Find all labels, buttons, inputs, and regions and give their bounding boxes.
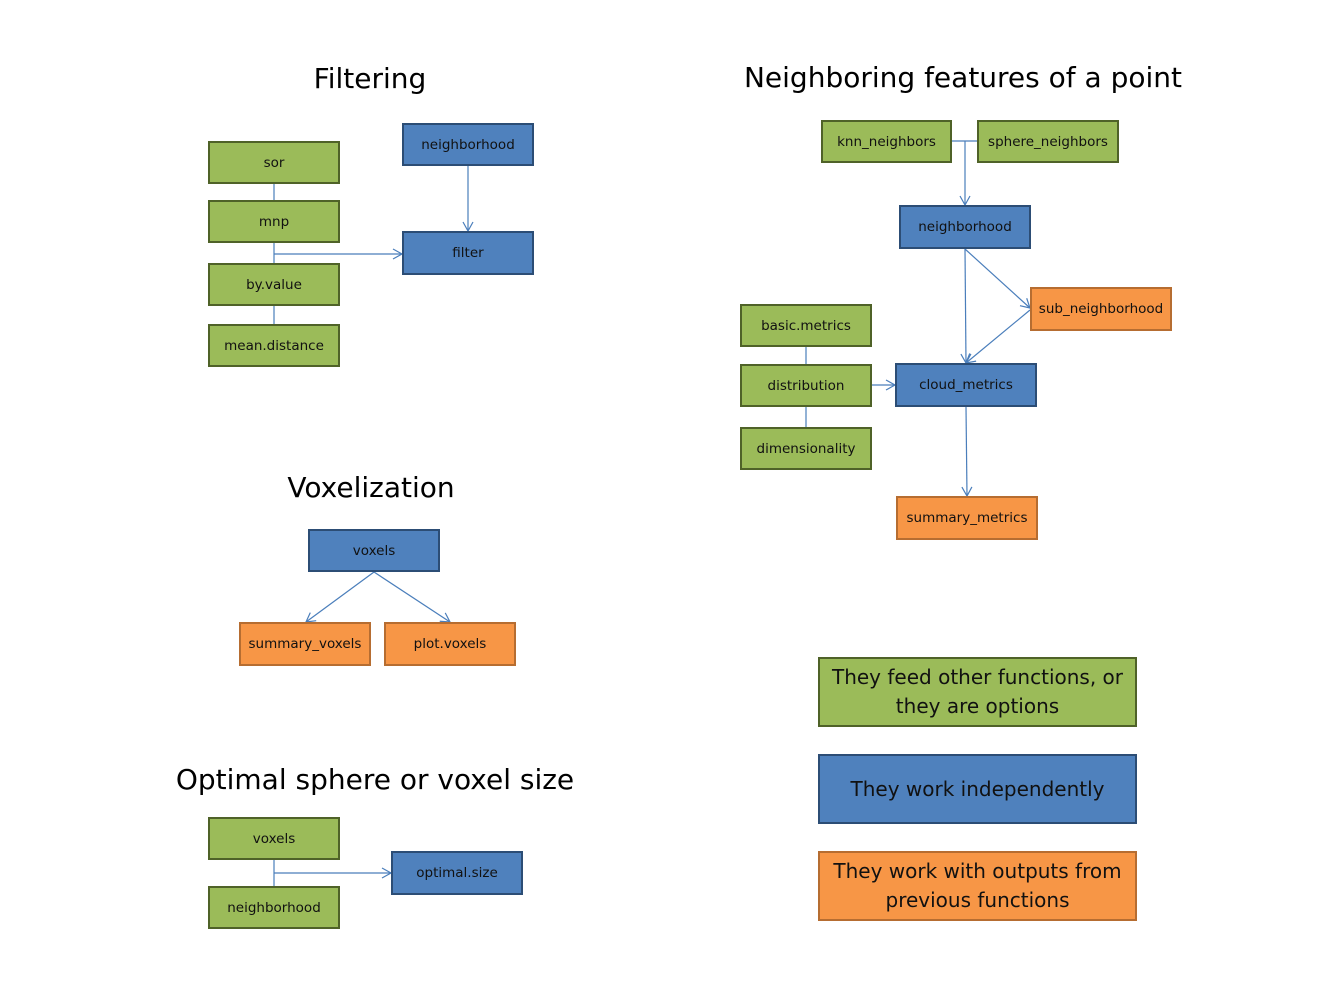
legend-orange: They work with outputs from previous fun… — [818, 851, 1137, 921]
arrow-cloud-metrics-to-summary-metrics — [961, 406, 973, 498]
title-filtering: Filtering — [313, 62, 427, 95]
arrow-voxels-to-plot-voxels — [373, 571, 452, 623]
node-mean-distance: mean.distance — [208, 324, 340, 367]
node-mnp: mnp — [208, 200, 340, 243]
node-voxels: voxels — [308, 529, 440, 572]
node-basic-metrics: basic.metrics — [740, 304, 872, 347]
title-neighboring-features: Neighboring features of a point — [743, 61, 1183, 94]
legend-green: They feed other functions, or they are o… — [818, 657, 1137, 727]
node-neighborhood-filtering: neighborhood — [402, 123, 534, 166]
node-sor: sor — [208, 141, 340, 184]
node-summary-voxels: summary_voxels — [239, 622, 371, 666]
node-neighborhood-option: neighborhood — [208, 886, 340, 929]
legend-blue: They work independently — [818, 754, 1137, 824]
node-sub-neighborhood: sub_neighborhood — [1030, 287, 1172, 331]
arrow-neighborhood-to-sub-neighborhood — [964, 248, 1031, 309]
arrow-voxels-to-summary-voxels — [305, 571, 375, 623]
node-dimensionality: dimensionality — [740, 427, 872, 470]
node-knn-neighbors: knn_neighbors — [821, 120, 952, 163]
node-voxels-option: voxels — [208, 817, 340, 860]
node-neighborhood: neighborhood — [899, 205, 1031, 249]
node-distribution: distribution — [740, 364, 872, 407]
node-by-value: by.value — [208, 263, 340, 306]
title-voxelization: Voxelization — [287, 471, 455, 504]
node-sphere-neighbors: sphere_neighbors — [977, 120, 1119, 163]
title-optimal-size: Optimal sphere or voxel size — [175, 763, 575, 796]
node-filter: filter — [402, 231, 534, 275]
node-cloud-metrics: cloud_metrics — [895, 363, 1037, 407]
node-summary-metrics: summary_metrics — [896, 496, 1038, 540]
arrow-neighborhood-to-cloud-metrics — [960, 248, 972, 365]
node-plot-voxels: plot.voxels — [384, 622, 516, 666]
arrow-sub-neighborhood-to-cloud-metrics — [965, 309, 1031, 364]
node-optimal-size: optimal.size — [391, 851, 523, 895]
